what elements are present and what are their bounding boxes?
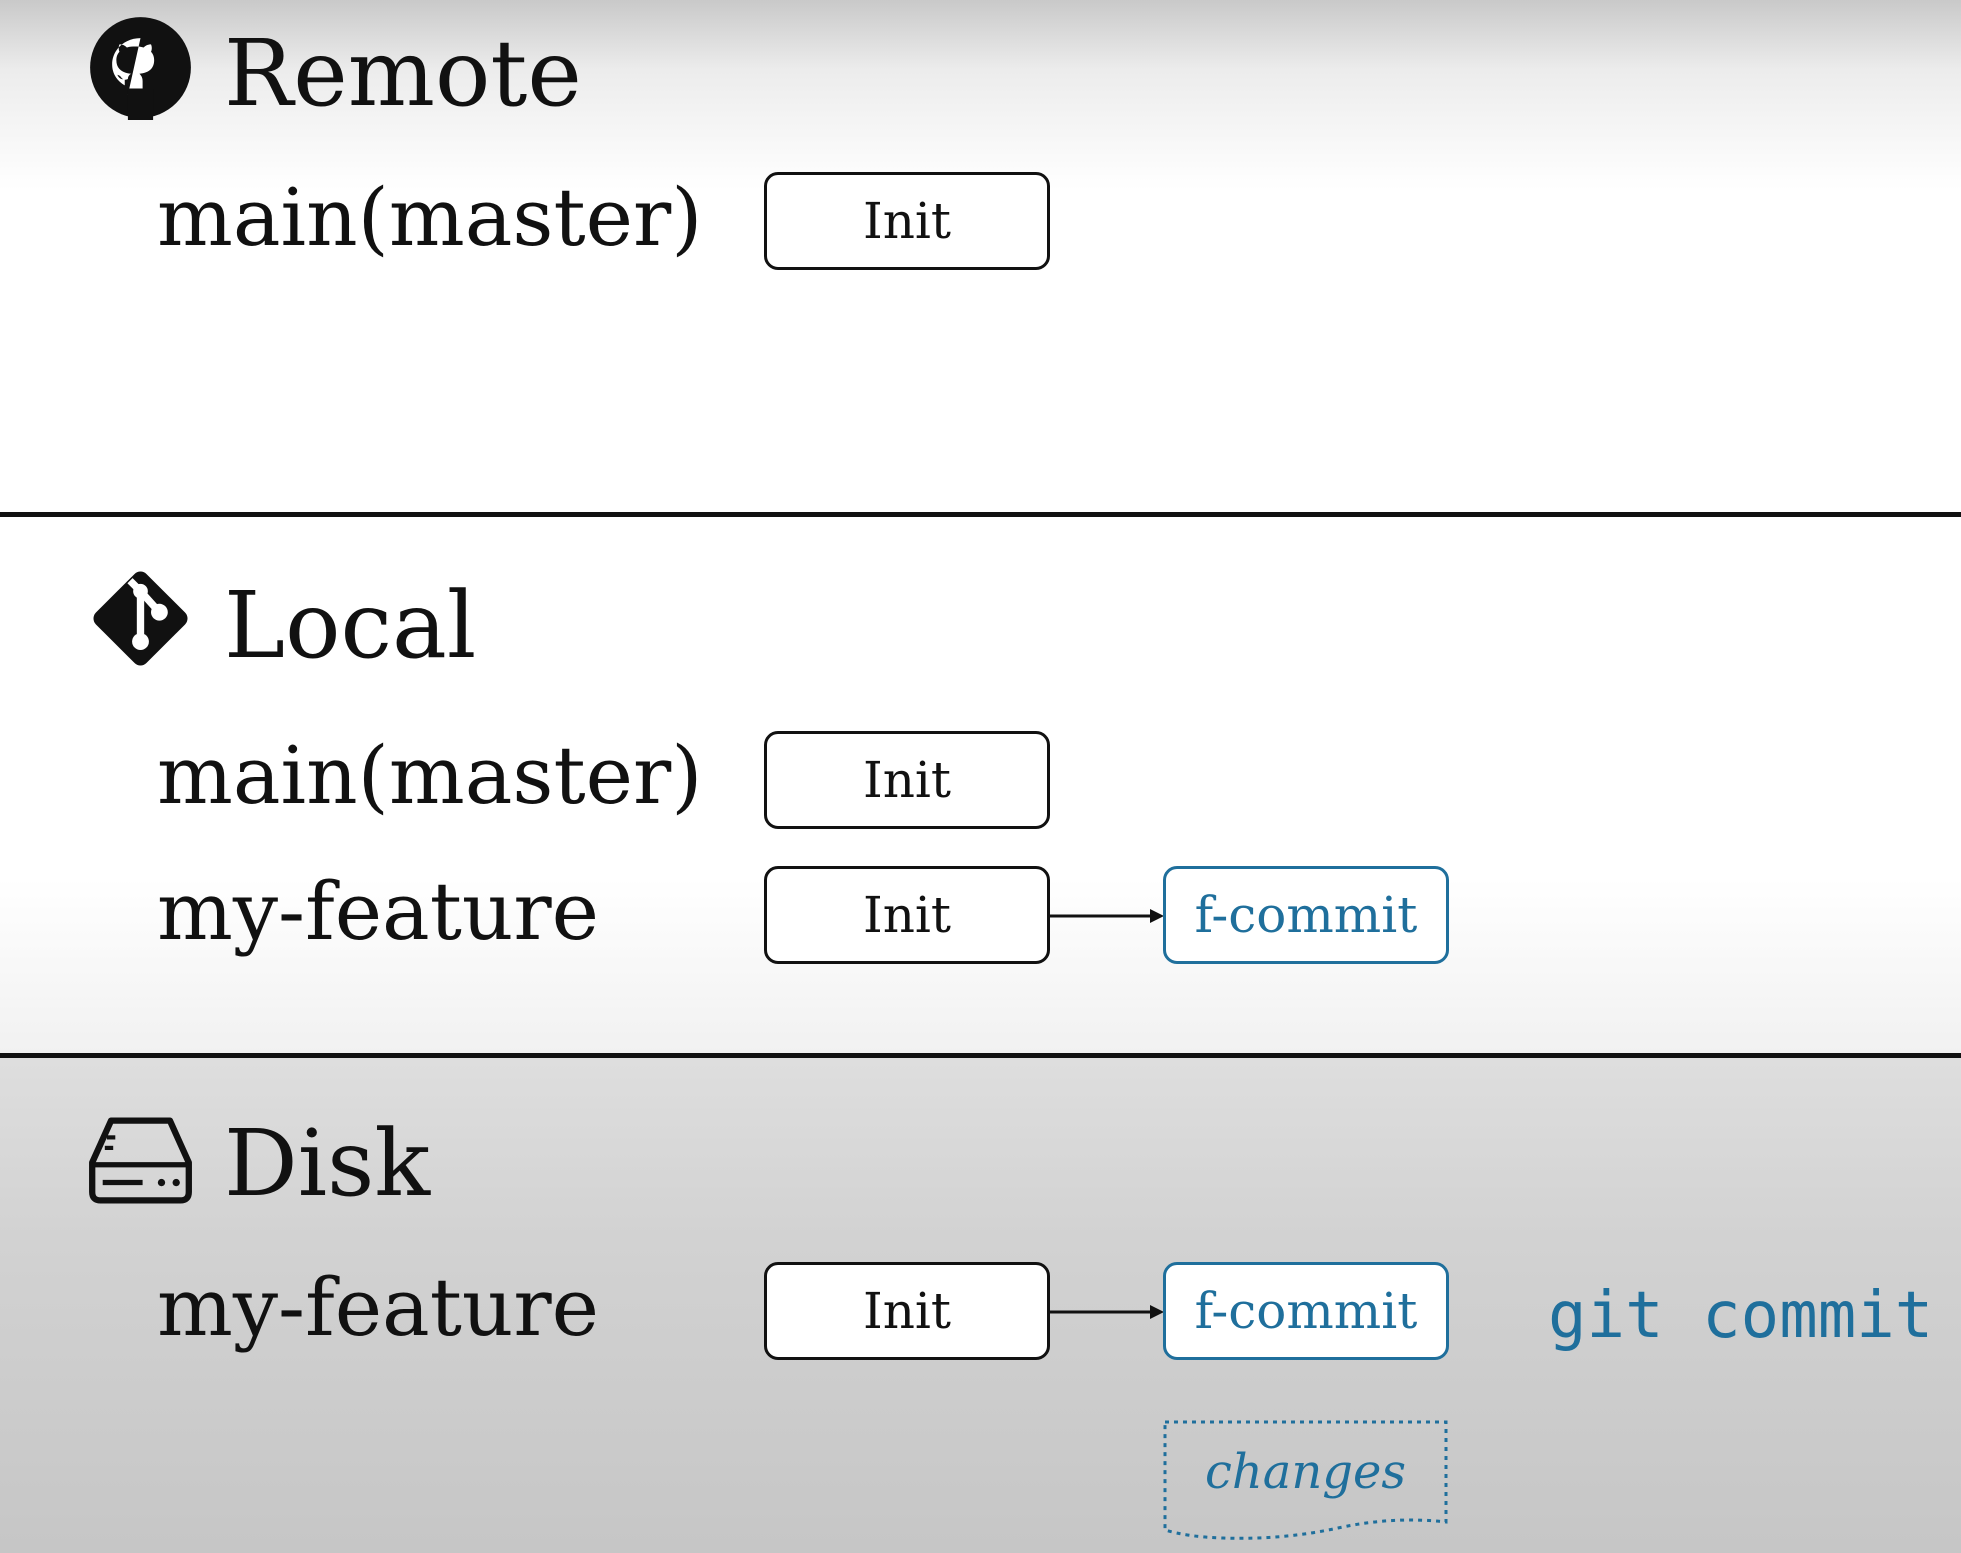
git-commit-command: git commit	[1548, 1279, 1934, 1353]
local-title: Local	[224, 572, 477, 679]
local-feature-commit-init[interactable]: Init	[764, 866, 1050, 964]
local-feature-commit-f[interactable]: f-commit	[1163, 866, 1449, 964]
local-commit-arrow	[1050, 909, 1164, 923]
changes-label: changes	[1204, 1444, 1407, 1500]
section-divider	[0, 512, 1961, 517]
disk-title: Disk	[224, 1110, 431, 1217]
git-icon	[93, 571, 188, 666]
disk-branch-feature-label: my-feature	[157, 1261, 599, 1354]
remote-branch-main-label: main(master)	[157, 171, 703, 264]
remote-main-commit-init[interactable]: Init	[764, 172, 1050, 270]
local-branch-main-label: main(master)	[157, 729, 703, 822]
section-divider	[0, 1053, 1961, 1058]
github-icon	[90, 17, 191, 120]
remote-title: Remote	[224, 20, 582, 127]
local-branch-feature-label: my-feature	[157, 865, 599, 958]
local-main-commit-init[interactable]: Init	[764, 731, 1050, 829]
disk-feature-commit-f[interactable]: f-commit	[1163, 1262, 1449, 1360]
changes-box	[1163, 1420, 1448, 1540]
hard-drive-icon	[89, 1117, 192, 1204]
disk-commit-arrow	[1050, 1305, 1164, 1319]
disk-feature-commit-init[interactable]: Init	[764, 1262, 1050, 1360]
